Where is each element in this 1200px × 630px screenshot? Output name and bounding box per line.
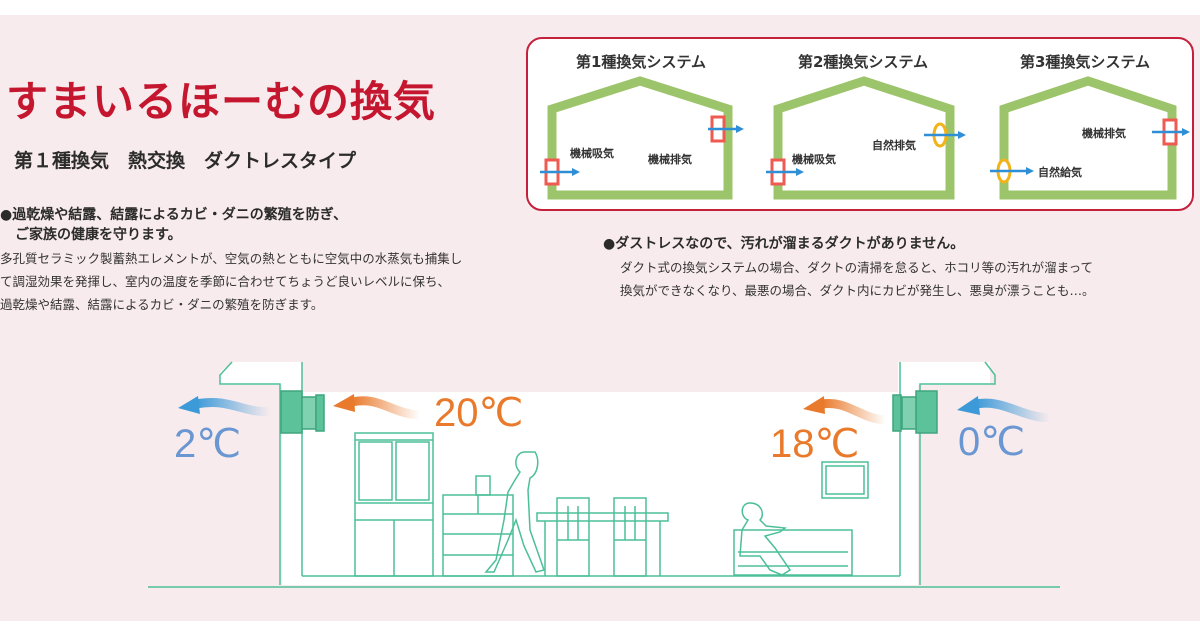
chair (613, 497, 647, 577)
page-subtitle: 第１種換気 熱交換 ダクトレスタイプ (14, 150, 357, 172)
system-type-2: 第2種換気システム 機械吸気 自然排気 (752, 39, 974, 209)
benefit-body: 多孔質セラミック製蓄熱エレメントが、空気の熱とともに空気中の水蒸気も捕集し て調… (0, 251, 463, 312)
exhaust-label: 自然排気 (872, 139, 916, 152)
arrow-right-icon (572, 168, 580, 176)
indoor-exhaust-temp: 20℃ (434, 391, 524, 435)
system-title: 第3種換気システム (1020, 53, 1150, 71)
exhaust-label: 機械排気 (648, 153, 692, 166)
system-title: 第2種換気システム (798, 53, 928, 71)
benefit-ductless: ●ダストレスなので、汚れが溜まるダクトがありません。 ダクト式の換気システムの場… (603, 234, 1095, 302)
exhaust-label: 機械排気 (1082, 127, 1126, 140)
ventilation-systems-box: 第1種換気システム 機械吸気 機械排気 第2種換気システム 機械吸気 自然排気 (526, 37, 1194, 211)
house-diagram-icon (990, 76, 1190, 200)
benefit-humidity: ●過乾燥や結露、結露によるカビ・ダニの繁殖を防ぎ、 ご家族の健康を守ります。 多… (0, 205, 590, 316)
house-diagram-icon (540, 76, 744, 200)
benefit-heading: ●過乾燥や結露、結露によるカビ・ダニの繁殖を防ぎ、 ご家族の健康を守ります。 (0, 207, 348, 243)
arrow-right-icon (1026, 167, 1034, 175)
outdoor-intake-arrow-icon (971, 398, 1055, 423)
arrow-right-icon (1182, 128, 1190, 136)
arrow-right-icon (796, 168, 804, 176)
benefit-heading: ●ダストレスなので、汚れが溜まるダクトがありません。 (603, 236, 965, 252)
arrow-right-icon (736, 125, 744, 133)
indoor-supply-temp: 18℃ (770, 422, 860, 466)
indoor-exhaust-arrow-icon (347, 396, 425, 420)
outdoor-intake-temp: 0℃ (958, 420, 1026, 464)
furniture-outline (354, 432, 869, 577)
page-title: すまいるほーむの換気 (6, 77, 437, 126)
system-type-1: 第1種換気システム 機械吸気 機械排気 (530, 39, 752, 209)
supply-label: 自然給気 (1038, 166, 1082, 179)
supply-label: 機械吸気 (792, 153, 836, 166)
arrow-right-icon (958, 131, 966, 139)
chair (556, 497, 590, 577)
system-type-3: 第3種換気システム 機械排気 自然給気 (974, 39, 1196, 209)
picture-frame (821, 461, 869, 499)
person-sitting (739, 502, 792, 576)
sofa (733, 529, 853, 576)
person-walking (484, 451, 545, 573)
house-diagram-icon (766, 76, 966, 200)
outdoor-exhaust-temp: 2℃ (174, 422, 242, 466)
system-title: 第1種換気システム (576, 53, 706, 71)
indoor-supply-arrow-icon (817, 398, 891, 425)
dining-table (536, 512, 669, 522)
supply-label: 機械吸気 (570, 147, 614, 160)
exhaust-airflow-arrow-icon (191, 398, 275, 417)
benefit-body: ダクト式の換気システムの場合、ダクトの清掃を怠ると、ホコリ等の汚れが溜まって 換… (620, 260, 1095, 298)
ventilation-unit-right (915, 390, 938, 434)
ventilation-unit-left (280, 390, 303, 434)
